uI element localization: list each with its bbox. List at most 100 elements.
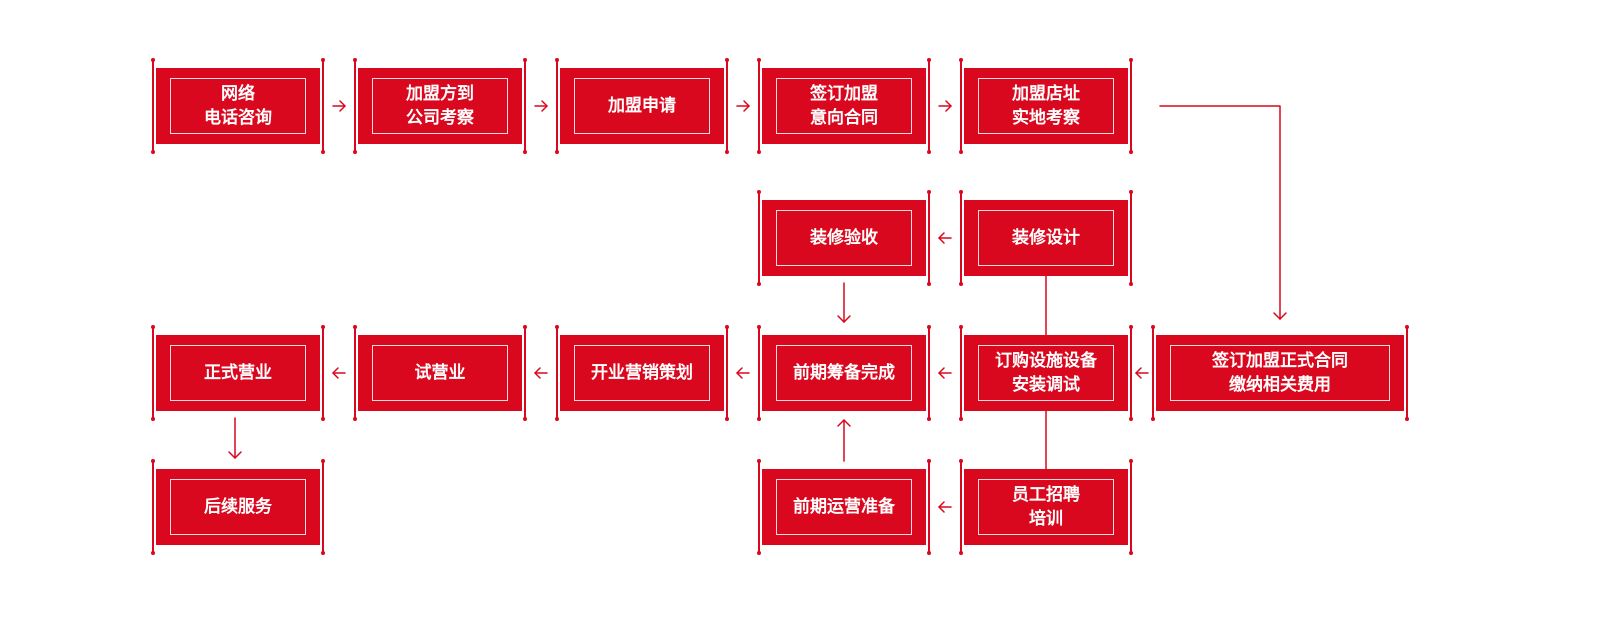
node-visit-company: 加盟方到 公司考察 [353, 58, 527, 154]
arrow-decoration-check-to-preparation-done [837, 282, 851, 323]
node-purchase-install: 订购设施设备 安装调试 [959, 325, 1133, 421]
arrow-site-survey-to-sign-contract [1159, 105, 1287, 320]
node-frame: 签订加盟 意向合同 [776, 78, 912, 134]
node-sign-intent: 签订加盟 意向合同 [757, 58, 931, 154]
node-decoration-design: 装修设计 [959, 190, 1133, 286]
node-body: 装修设计 [964, 200, 1128, 276]
node-label: 试营业 [414, 363, 466, 383]
node-body: 试营业 [358, 335, 522, 411]
scroll-rod-right [1129, 58, 1133, 154]
scroll-rod-left [151, 459, 155, 555]
node-follow-up: 后续服务 [151, 459, 325, 555]
node-frame: 开业营销策划 [574, 345, 710, 401]
arrow-apply-to-sign-intent [736, 100, 750, 112]
scroll-rod-left [959, 325, 963, 421]
scroll-rod-right [321, 58, 325, 154]
node-label: 员工招聘 培训 [1012, 485, 1080, 529]
arrow-sign-contract-to-purchase-install [1135, 367, 1149, 379]
scroll-rod-left [151, 325, 155, 421]
scroll-rod-right [1405, 325, 1409, 421]
scroll-rod-right [725, 325, 729, 421]
node-body: 正式营业 [156, 335, 320, 411]
node-frame: 正式营业 [170, 345, 306, 401]
node-pre-operation: 前期运营准备 [757, 459, 931, 555]
scroll-rod-left [757, 190, 761, 286]
node-label: 订购设施设备 安装调试 [995, 351, 1097, 395]
node-frame: 员工招聘 培训 [978, 479, 1114, 535]
node-frame: 后续服务 [170, 479, 306, 535]
scroll-rod-right [927, 325, 931, 421]
node-body: 员工招聘 培训 [964, 469, 1128, 545]
node-body: 后续服务 [156, 469, 320, 545]
arrow-sign-intent-to-site-survey [938, 100, 952, 112]
arrow-pre-operation-to-preparation-done [837, 419, 851, 462]
scroll-rod-left [1151, 325, 1155, 421]
scroll-rod-left [959, 459, 963, 555]
node-body: 加盟方到 公司考察 [358, 68, 522, 144]
node-body: 加盟申请 [560, 68, 724, 144]
node-body: 签订加盟正式合同 缴纳相关费用 [1156, 335, 1404, 411]
node-frame: 试营业 [372, 345, 508, 401]
scroll-rod-right [523, 58, 527, 154]
node-body: 前期筹备完成 [762, 335, 926, 411]
arrow-trial-operation-to-official-operation [332, 367, 346, 379]
node-label: 装修设计 [1012, 228, 1080, 248]
node-body: 前期运营准备 [762, 469, 926, 545]
node-trial-operation: 试营业 [353, 325, 527, 421]
node-label: 网络 电话咨询 [204, 84, 272, 128]
scroll-rod-left [959, 58, 963, 154]
node-apply: 加盟申请 [555, 58, 729, 154]
arrow-online-consult-to-visit-company [332, 100, 346, 112]
node-label: 签订加盟正式合同 缴纳相关费用 [1212, 351, 1348, 395]
node-sign-contract: 签订加盟正式合同 缴纳相关费用 [1151, 325, 1409, 421]
arrow-preparation-done-to-opening-plan [736, 367, 750, 379]
scroll-rod-right [725, 58, 729, 154]
scroll-rod-right [523, 325, 527, 421]
node-label: 前期运营准备 [793, 497, 895, 517]
node-body: 装修验收 [762, 200, 926, 276]
node-staff-training: 员工招聘 培训 [959, 459, 1133, 555]
node-preparation-done: 前期筹备完成 [757, 325, 931, 421]
scroll-rod-left [959, 190, 963, 286]
arrow-official-operation-to-follow-up [228, 417, 242, 459]
node-frame: 网络 电话咨询 [170, 78, 306, 134]
node-frame: 加盟申请 [574, 78, 710, 134]
arrow-staff-training-to-pre-operation [938, 501, 952, 513]
scroll-rod-left [555, 325, 559, 421]
scroll-rod-right [927, 459, 931, 555]
node-label: 开业营销策划 [591, 363, 693, 383]
arrow-decoration-design-to-decoration-check [938, 232, 952, 244]
node-label: 前期筹备完成 [793, 363, 895, 383]
node-frame: 订购设施设备 安装调试 [978, 345, 1114, 401]
node-body: 开业营销策划 [560, 335, 724, 411]
scroll-rod-right [927, 190, 931, 286]
scroll-rod-right [1129, 190, 1133, 286]
node-body: 订购设施设备 安装调试 [964, 335, 1128, 411]
scroll-rod-right [1129, 459, 1133, 555]
scroll-rod-left [757, 58, 761, 154]
arrow-opening-plan-to-trial-operation [534, 367, 548, 379]
node-frame: 装修验收 [776, 210, 912, 266]
node-official-operation: 正式营业 [151, 325, 325, 421]
node-frame: 加盟方到 公司考察 [372, 78, 508, 134]
scroll-rod-left [757, 459, 761, 555]
node-label: 加盟申请 [608, 96, 676, 116]
node-label: 加盟方到 公司考察 [406, 84, 474, 128]
node-label: 装修验收 [810, 228, 878, 248]
scroll-rod-left [353, 325, 357, 421]
node-label: 加盟店址 实地考察 [1012, 84, 1080, 128]
node-frame: 签订加盟正式合同 缴纳相关费用 [1170, 345, 1390, 401]
node-body: 签订加盟 意向合同 [762, 68, 926, 144]
scroll-rod-left [151, 58, 155, 154]
node-frame: 加盟店址 实地考察 [978, 78, 1114, 134]
scroll-rod-right [1129, 325, 1133, 421]
node-label: 正式营业 [204, 363, 272, 383]
node-frame: 前期筹备完成 [776, 345, 912, 401]
node-label: 后续服务 [204, 497, 272, 517]
node-frame: 前期运营准备 [776, 479, 912, 535]
node-decoration-check: 装修验收 [757, 190, 931, 286]
node-frame: 装修设计 [978, 210, 1114, 266]
arrow-purchase-install-to-preparation-done [938, 367, 952, 379]
node-site-survey: 加盟店址 实地考察 [959, 58, 1133, 154]
